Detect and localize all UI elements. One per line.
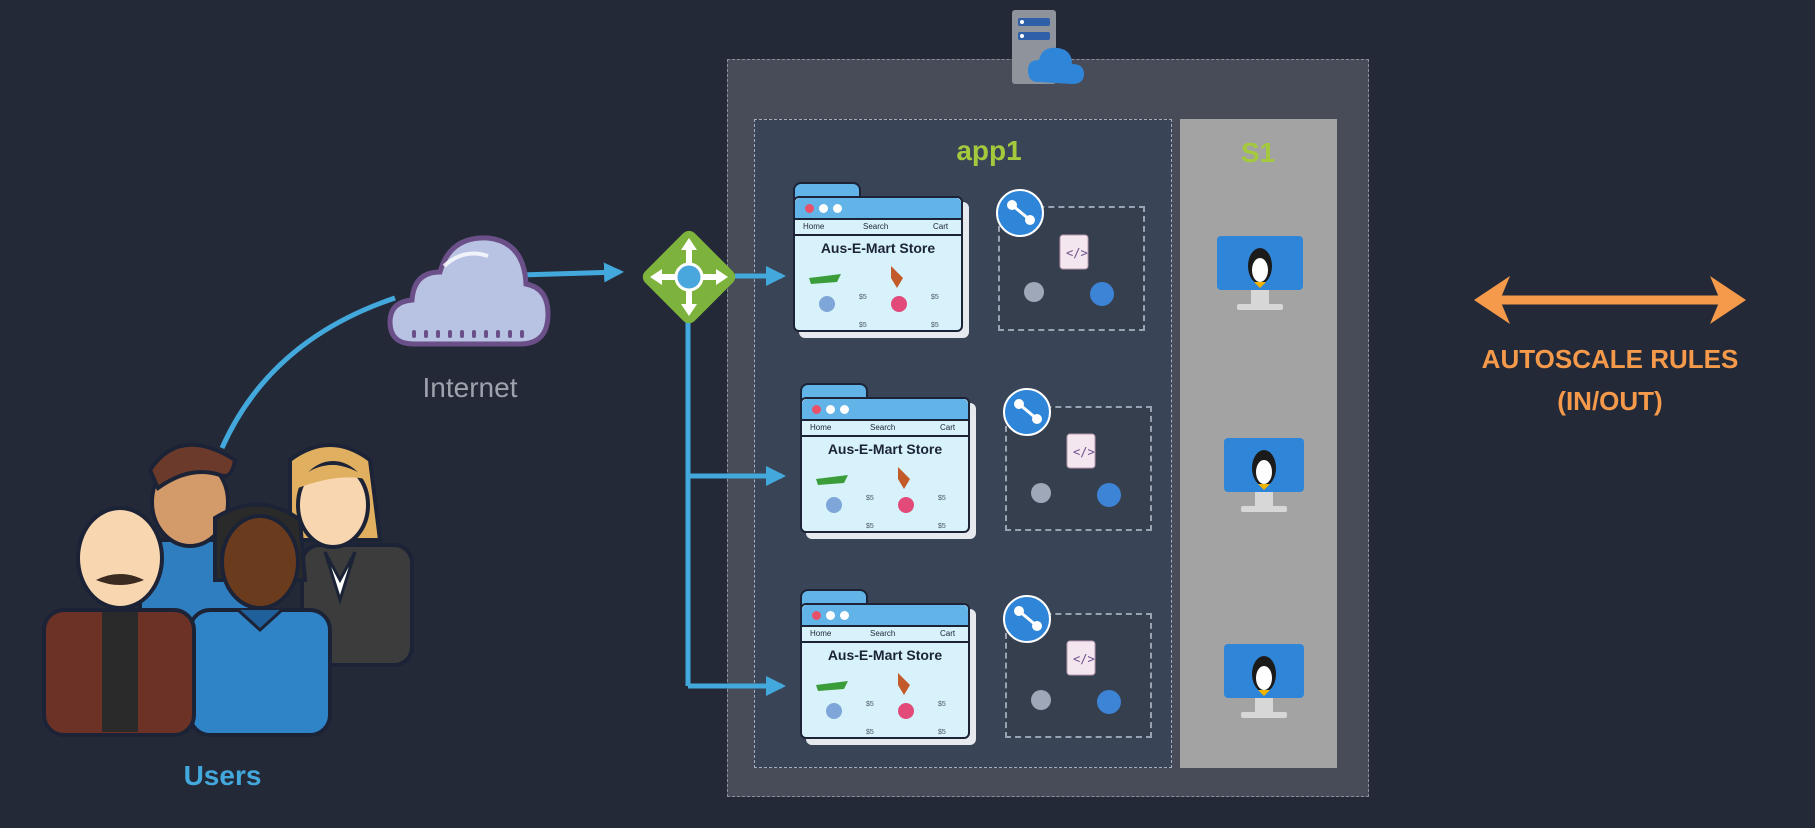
linux-vm-icon-3 [1224,644,1304,718]
linux-vm-icon-2 [1224,438,1304,512]
load-balancer-icon [642,230,736,324]
users-to-internet-line [219,295,396,450]
app1-title: app1 [956,135,1022,166]
user-avatar-bald [42,506,196,737]
internet-label: Internet [422,372,518,403]
svg-text:</>: </> [1066,246,1088,260]
users-group-icon [42,442,414,737]
autoscale-line-1: AUTOSCALE RULES [1481,344,1739,374]
app-service-plan-icon [1012,10,1084,84]
app-service-icon-3: </> [1003,595,1121,714]
autoscale-rules-label: AUTOSCALE RULES (IN/OUT) [1470,338,1750,422]
internet-cloud-icon [387,235,551,347]
autoscale-line-2: (IN/OUT) [1557,386,1663,416]
store-title: Aus-E-Mart Store [820,240,936,256]
product-animals-icon [816,467,914,513]
store-title: Aus-E-Mart Store [827,647,943,663]
app-service-icon-2: </> [1003,388,1121,507]
svg-text:</>: </> [1073,445,1095,459]
user-avatar-dark [188,502,332,737]
svg-text:</>: </> [1073,652,1095,666]
store-title: Aus-E-Mart Store [827,441,943,457]
autoscale-double-arrow-icon [1474,276,1746,324]
users-label: Users [183,760,262,791]
internet-to-lb-arrow [519,262,624,283]
product-animals-icon [809,266,907,312]
app-service-icon-1: </> [996,189,1114,306]
linux-vm-icon-1 [1217,236,1303,310]
s1-title: S1 [1240,137,1276,168]
product-animals-icon [816,673,914,719]
